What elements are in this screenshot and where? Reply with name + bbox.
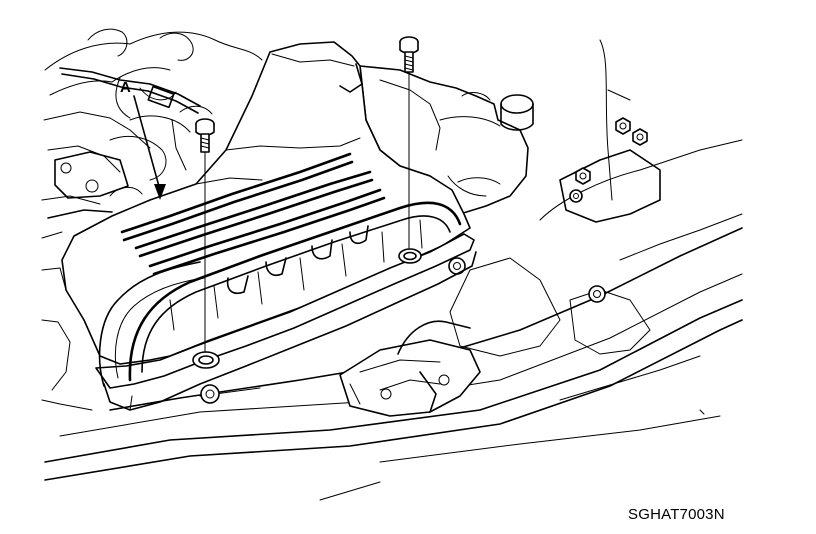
air-cleaner-housing xyxy=(359,65,534,215)
arrow-head-icon xyxy=(154,184,166,200)
panel-fasteners xyxy=(200,117,648,404)
engine-components-background xyxy=(41,28,263,411)
radiator-support-panel xyxy=(44,39,743,501)
figure-code: SGHAT7003N xyxy=(628,506,725,523)
callout-a-label: A xyxy=(120,79,131,96)
bolt-left xyxy=(195,118,215,353)
hood-latch-assembly xyxy=(339,320,481,417)
air-intake-duct xyxy=(61,41,477,411)
bolt-right xyxy=(399,36,419,249)
callout-a: A xyxy=(120,79,166,200)
